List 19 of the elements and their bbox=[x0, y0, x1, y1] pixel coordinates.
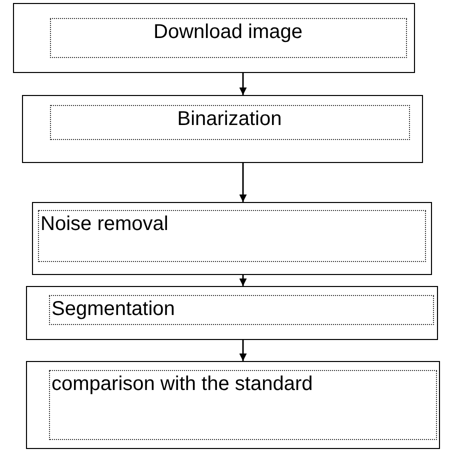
step-label: Binarization bbox=[177, 108, 282, 130]
process-box bbox=[50, 18, 406, 58]
process-box bbox=[48, 294, 434, 324]
step-frame bbox=[26, 361, 440, 449]
arrow bbox=[239, 73, 247, 95]
process-box bbox=[38, 210, 426, 262]
step-frame bbox=[22, 95, 423, 163]
process-box bbox=[48, 370, 436, 440]
arrow bbox=[239, 163, 247, 202]
step-label: Segmentation bbox=[52, 298, 175, 320]
step-frame bbox=[32, 202, 432, 275]
step-label: comparison with the standard bbox=[52, 372, 313, 396]
arrow bbox=[239, 340, 247, 361]
process-box bbox=[50, 104, 410, 140]
step-label: Download image bbox=[154, 20, 302, 44]
step-frame bbox=[26, 286, 438, 340]
step-frame bbox=[13, 3, 415, 73]
arrow bbox=[239, 275, 247, 286]
step-label: Noise removal bbox=[40, 212, 168, 236]
